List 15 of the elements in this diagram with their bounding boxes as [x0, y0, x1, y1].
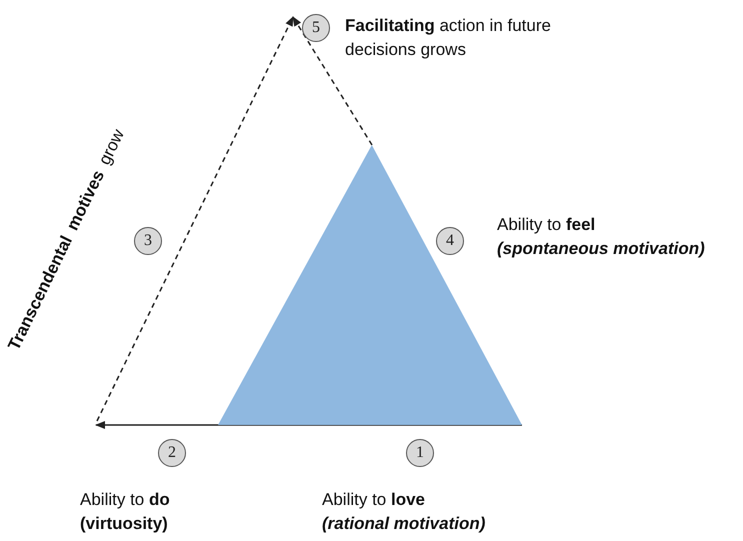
- arrow: [292, 16, 373, 146]
- caption-text: Ability to do: [80, 489, 170, 511]
- number-circle: 5: [302, 14, 330, 42]
- arrow: [96, 16, 294, 422]
- number-circle: 3: [134, 227, 162, 255]
- number-circle: 1: [406, 439, 434, 467]
- caption-text: (rational motivation): [322, 513, 486, 535]
- caption-text: (spontaneous motivation): [497, 238, 705, 260]
- number-circle: 4: [436, 227, 464, 255]
- caption-text: Ability to feel: [497, 214, 596, 236]
- arrow: [95, 421, 522, 429]
- caption-text: (virtuosity): [80, 513, 169, 535]
- caption-text: Ability to love: [322, 489, 426, 511]
- caption-text: Facilitating action in future decisions grows: [345, 15, 552, 61]
- number-circle: 2: [158, 439, 186, 467]
